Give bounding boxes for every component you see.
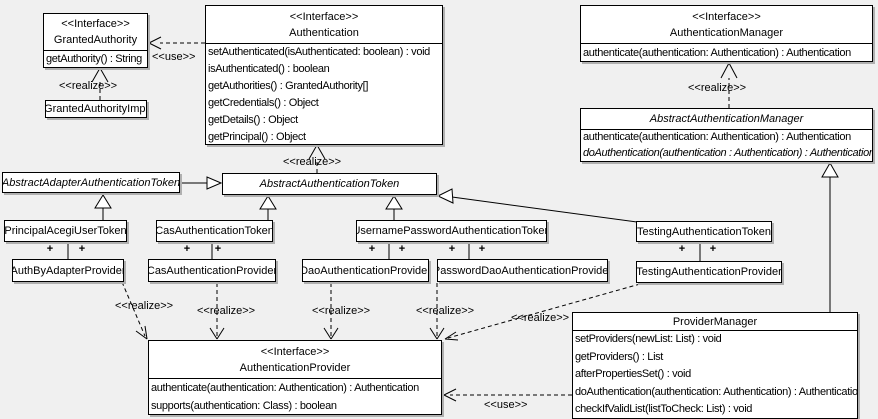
class-name: Authentication: [289, 26, 359, 39]
association-end-label: +: [46, 243, 54, 255]
class-name: TestingAuthenticationToken: [637, 225, 771, 238]
class-name: AbstractAuthenticationManager: [649, 113, 804, 125]
class-box-authentication[interactable]: <<Interface>> Authentication setAuthenti…: [205, 5, 443, 145]
class-name: GrantedAuthority: [53, 34, 138, 46]
class-box-testing-authentication-token[interactable]: TestingAuthenticationToken: [636, 221, 772, 242]
stereotype: <<Interface>>: [61, 18, 130, 30]
class-box-abstract-authentication-token[interactable]: AbstractAuthenticationToken: [222, 173, 437, 195]
method: doAuthentication(authentication : Authen…: [583, 146, 872, 159]
association-end-label: +: [448, 243, 456, 255]
association-end-label: +: [183, 243, 191, 255]
class-box-password-dao-authentication-provider[interactable]: PasswordDaoAuthenticationProvider: [437, 259, 608, 282]
method: setProviders(newList: List) : void: [575, 333, 722, 345]
class-name: AbstractAdapterAuthenticationToken: [2, 176, 180, 189]
class-name: CasAuthenticationProvider: [148, 264, 276, 277]
class-box-granted-authority[interactable]: <<Interface>> GrantedAuthority getAuthor…: [43, 13, 148, 68]
class-box-username-password-authentication-token[interactable]: UsernamePasswordAuthenticationToken: [356, 220, 547, 242]
method: getDetails() : Object: [208, 114, 298, 126]
class-name: UsernamePasswordAuthenticationToken: [356, 225, 547, 237]
class-name: AbstractAuthenticationToken: [259, 178, 400, 190]
realize-label: <<realize>>: [115, 300, 174, 312]
class-name: AuthByAdapterProvider: [12, 264, 124, 277]
class-box-authentication-provider[interactable]: <<Interface>> AuthenticationProvider aut…: [148, 340, 442, 415]
association-end-label: +: [678, 243, 686, 255]
class-header: <<Interface>> Authentication: [206, 6, 442, 44]
class-header: <<Interface>> AuthenticationProvider: [149, 341, 441, 379]
stereotype: <<Interface>>: [289, 10, 359, 23]
realize-label: <<realize>>: [688, 82, 747, 94]
class-box-dao-authentication-provider[interactable]: DaoAuthenticationProvider: [302, 259, 429, 282]
class-box-testing-authentication-provider[interactable]: TestingAuthenticationProvider: [636, 261, 782, 283]
method: getCredentials() : Object: [208, 97, 319, 109]
class-box-abstract-authentication-manager[interactable]: AbstractAuthenticationManager authentica…: [580, 108, 873, 162]
stereotype: <<Interface>>: [260, 345, 330, 358]
method: getProviders() : List: [575, 350, 664, 363]
class-header: <<Interface>> AuthenticationManager: [581, 6, 872, 44]
class-box-authentication-manager[interactable]: <<Interface>> AuthenticationManager auth…: [580, 5, 873, 62]
class-name: PrincipalAcegiUserToken: [4, 225, 127, 237]
class-box-auth-by-adapter-provider[interactable]: AuthByAdapterProvider: [12, 259, 124, 282]
method: setAuthenticated(isAuthenticated: boolea…: [208, 46, 430, 58]
association-end-label: +: [398, 243, 406, 255]
method: authenticate(authentication: Authenticat…: [583, 47, 851, 59]
class-header: <<Interface>> GrantedAuthority: [44, 14, 147, 51]
class-box-principal-acegi-user-token[interactable]: PrincipalAcegiUserToken: [4, 220, 127, 242]
method: afterPropertiesSet() : void: [575, 368, 691, 381]
stereotype: <<Interface>>: [692, 10, 761, 23]
class-box-abstract-adapter-authentication-token[interactable]: AbstractAdapterAuthenticationToken: [2, 172, 180, 193]
class-header: AbstractAuthenticationManager: [581, 109, 872, 130]
association-end-label: +: [214, 243, 222, 255]
method: checkIfValidList(listToCheck: List) : vo…: [575, 403, 753, 416]
class-name: AuthenticationProvider: [239, 361, 351, 374]
method: getAuthority() : String: [46, 53, 142, 65]
use-label: <<use>>: [152, 51, 196, 63]
method: isAuthenticated() : boolean: [208, 63, 330, 75]
class-box-provider-manager[interactable]: ProviderManager setProviders(newList: Li…: [572, 312, 858, 419]
realize-label: <<realize>>: [283, 156, 342, 168]
method: authenticate(authentication: Authenticat…: [151, 382, 419, 394]
method: getPrincipal() : Object: [208, 131, 306, 143]
class-box-cas-authentication-token[interactable]: CasAuthenticationToken: [156, 220, 273, 242]
method: doAuthentication(authentication: Authent…: [575, 385, 857, 398]
class-box-cas-authentication-provider[interactable]: CasAuthenticationProvider: [148, 259, 276, 282]
class-name: GrantedAuthorityImpl: [45, 103, 147, 115]
realize-label: <<realize>>: [416, 305, 475, 317]
realize-label: <<realize>>: [312, 305, 371, 317]
method: getAuthorities() : GrantedAuthority[]: [208, 80, 369, 92]
class-box-granted-authority-impl[interactable]: GrantedAuthorityImpl: [45, 100, 147, 118]
class-name: AuthenticationManager: [669, 26, 784, 39]
class-name: PasswordDaoAuthenticationProvider: [437, 264, 608, 277]
class-header: ProviderManager: [573, 313, 857, 331]
use-label: <<use>>: [484, 399, 528, 411]
association-end-label: +: [78, 243, 86, 255]
method: supports(authentication: Class) : boolea…: [151, 400, 337, 412]
realize-label: <<realize>>: [511, 312, 570, 324]
class-name: ProviderManager: [672, 315, 758, 328]
association-end-label: +: [368, 243, 376, 255]
association-end-label: +: [709, 243, 717, 255]
class-name: TestingAuthenticationProvider: [636, 266, 782, 278]
realize-label: <<realize>>: [197, 305, 256, 317]
association-end-label: +: [478, 243, 486, 255]
class-name: DaoAuthenticationProvider: [302, 264, 429, 277]
method: authenticate(authentication: Authenticat…: [583, 131, 851, 143]
realize-label: <<realize>>: [59, 80, 118, 92]
class-name: CasAuthenticationToken: [156, 225, 273, 237]
